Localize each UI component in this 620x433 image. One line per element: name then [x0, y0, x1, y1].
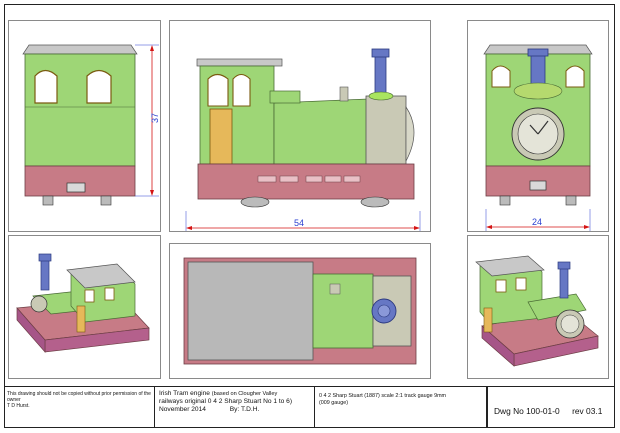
- spec-line2: (009 gauge): [319, 400, 349, 406]
- side-view-panel: 54: [169, 20, 431, 233]
- width-dimension: 24: [532, 217, 542, 227]
- height-dimension: 37: [150, 113, 160, 123]
- drawing-title-line2: railways original 0 4 2 Sharp Stuart No …: [159, 398, 293, 405]
- iso-view-right-panel: [467, 235, 609, 379]
- drawing-title-note: (based on Clougher Valley: [211, 391, 278, 397]
- rear-view-panel: 24: [467, 20, 609, 232]
- owner-name: T D Hurst.: [7, 403, 30, 409]
- plan-view-drawing: [183, 257, 417, 365]
- revision: rev 03.1: [572, 406, 603, 416]
- length-dimension: 54: [294, 218, 304, 228]
- drawing-title: Irish Tram engine: [159, 390, 210, 397]
- dwg-cell: Dwg No 100-01-0 rev 03.1: [487, 387, 614, 428]
- copyright-notice: This drawing should not be copied withou…: [7, 391, 151, 403]
- end-view-drawing: 37: [22, 44, 160, 206]
- iso-view-left-drawing: [16, 253, 150, 353]
- title-cell: Irish Tram engine (based on Clougher Val…: [155, 387, 315, 428]
- spec-line1: 0 4 2 Sharp Stuart (1887) scale 2:1 trac…: [319, 393, 447, 399]
- plan-view-panel: [169, 243, 431, 379]
- rear-view-drawing: 24: [483, 44, 593, 231]
- drawing-author: By: T.D.H.: [229, 406, 260, 413]
- drawing-sheet: [4, 4, 615, 428]
- end-view-panel: 37: [8, 20, 161, 232]
- drawing-date: November 2014: [159, 406, 206, 413]
- iso-view-left-panel: [8, 235, 161, 379]
- spec-cell: 0 4 2 Sharp Stuart (1887) scale 2:1 trac…: [315, 387, 487, 428]
- iso-view-right-drawing: [475, 255, 599, 367]
- drawing-number: Dwg No 100-01-0: [494, 406, 560, 416]
- copyright-cell: This drawing should not be copied withou…: [5, 387, 155, 428]
- side-view-drawing: 54: [185, 48, 421, 233]
- title-block: This drawing should not be copied withou…: [5, 386, 614, 428]
